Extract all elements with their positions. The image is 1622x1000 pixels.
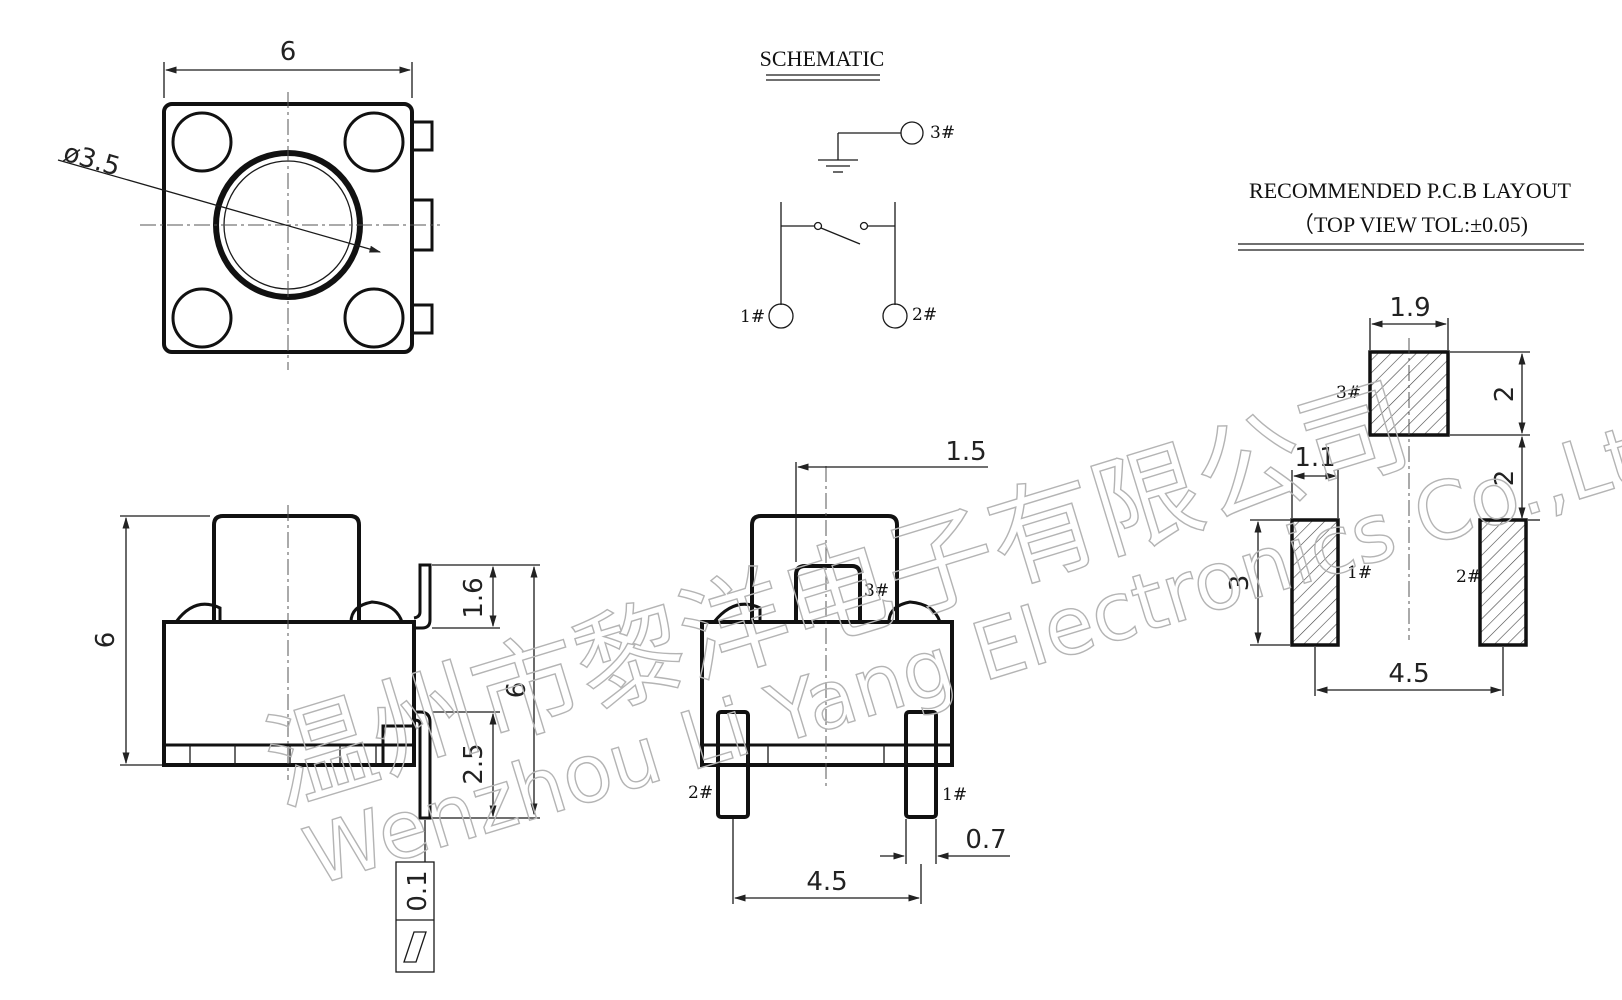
side-dim-2-5: 2.5 [459, 743, 489, 784]
front-pin3: 3# [864, 581, 889, 601]
front-pin2: 2# [688, 783, 713, 803]
schematic-pin1: 1# [740, 307, 765, 327]
front-view: 3# 2# 1# 1.5 0.7 4.5 [688, 437, 1010, 904]
terminal-tab [410, 120, 434, 152]
front-dim-1-5: 1.5 [945, 437, 986, 467]
pcb-pad-height-top: 2 [1490, 386, 1520, 403]
pin2-terminal [882, 303, 908, 329]
schematic: SCHEMATIC 3# 1# 2# [740, 46, 955, 329]
side-view: 6 1.6 6 2.5 0.1 [91, 505, 540, 973]
pcb-title-line2: （TOP VIEW TOL:±0.05) [1292, 212, 1528, 237]
flatness-value: 0.1 [403, 870, 433, 911]
pcb-gap-vertical: 2 [1490, 470, 1520, 487]
schematic-title: SCHEMATIC [760, 46, 885, 71]
top-view: 6 ø3.5 [57, 37, 440, 370]
switch-lever [820, 227, 861, 245]
corner-post [343, 111, 405, 173]
pcb-pad-spacing: 4.5 [1388, 659, 1429, 689]
corner-post [171, 111, 233, 173]
diameter-dim: ø3.5 [60, 138, 123, 183]
side-dim-6: 6 [502, 682, 532, 699]
front-dim-4-5: 4.5 [806, 867, 847, 897]
pcb-pad-width-top: 1.9 [1389, 293, 1430, 323]
pad-1 [1290, 518, 1340, 647]
pcb-pad2-label: 2# [1456, 567, 1481, 587]
actuator-side [212, 514, 361, 622]
terminal-3 [794, 564, 862, 622]
pcb-layout: RECOMMENDED P.C.B LAYOUT （TOP VIEW TOL:±… [1225, 178, 1584, 696]
pin1-terminal [768, 303, 794, 329]
terminal-tab [410, 303, 434, 335]
pcb-title-line1: RECOMMENDED P.C.B LAYOUT [1249, 178, 1571, 203]
pcb-pad-height-bottom: 3 [1225, 575, 1255, 592]
lower-lead [413, 710, 432, 820]
side-dim-1-6: 1.6 [459, 577, 489, 618]
flatness-frame [395, 861, 435, 973]
body-front [700, 620, 954, 767]
pad-2 [1478, 518, 1528, 647]
side-height-dim: 6 [91, 632, 121, 649]
front-pin1: 1# [942, 785, 967, 805]
flatness-icon [403, 931, 427, 963]
pcb-pad-width-bottom: 1.1 [1294, 443, 1335, 473]
top-width-dim: 6 [280, 37, 297, 67]
actuator-front [750, 514, 899, 622]
upper-lead [413, 563, 432, 630]
corner-post [171, 287, 233, 349]
schematic-pin2: 2# [912, 305, 937, 325]
pcb-pad1-label: 1# [1347, 563, 1372, 583]
corner-post [343, 287, 405, 349]
schematic-pin3: 3# [930, 123, 955, 143]
front-dim-0-7: 0.7 [965, 825, 1006, 855]
body-side [162, 620, 416, 767]
pcb-pad3-label: 3# [1336, 383, 1361, 403]
pin3-terminal [900, 121, 924, 145]
